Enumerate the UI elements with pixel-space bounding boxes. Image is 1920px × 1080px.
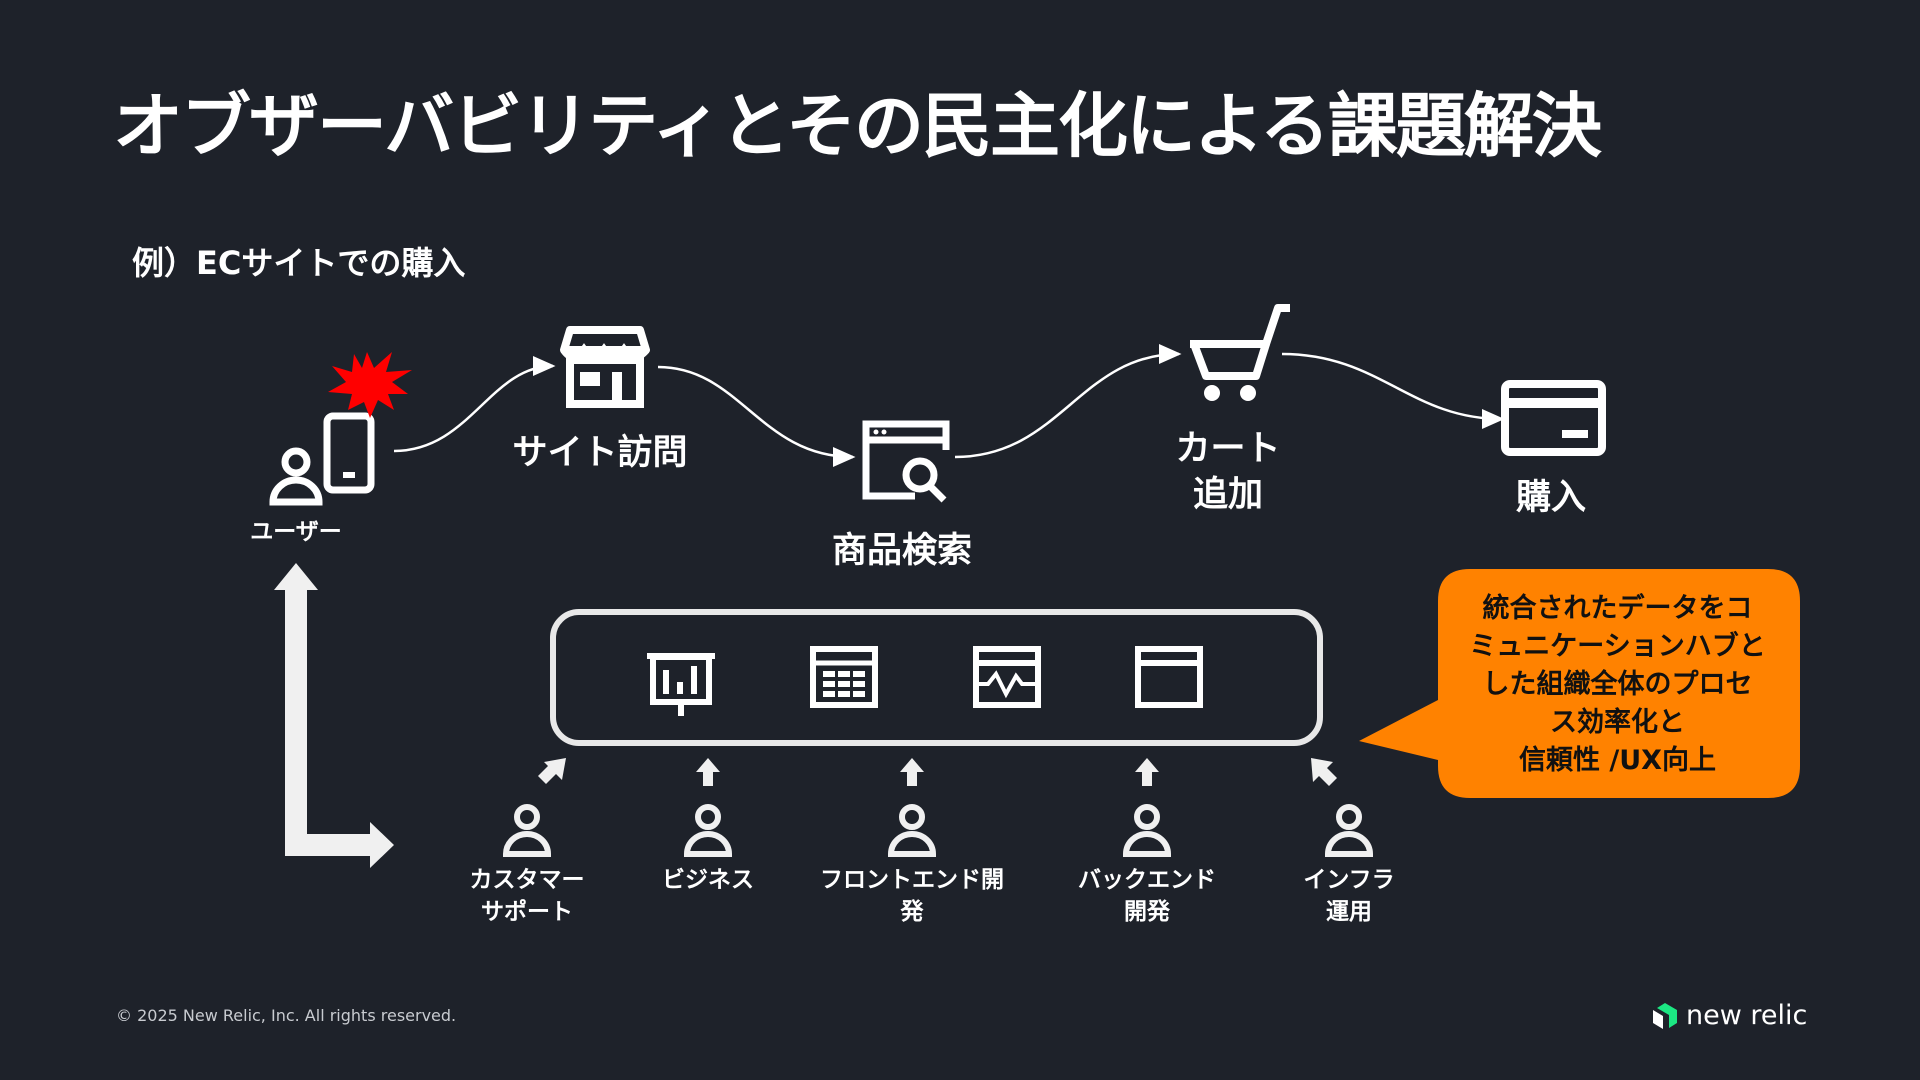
step-label-purchase: 購入 [1515,478,1587,518]
page-title: オブザーバビリティとその民主化による課題解決 [113,85,1602,167]
error-burst-icon [328,352,412,418]
store-icon [560,326,650,408]
callout-bubble [1359,569,1800,798]
feedback-arrow [274,563,394,868]
person-icon [887,804,937,857]
person-icon [683,804,733,857]
smartphone-icon [323,412,375,494]
flow-arrow-2 [657,365,856,467]
arrow-up-left [1311,758,1337,786]
role-backend-dev: バックエンド開発 [1078,867,1216,925]
role-person-icons [502,804,1374,857]
monitor-window-icon [973,646,1041,708]
role-frontend-dev: フロントエンド開発 [820,867,1004,925]
arrow-up [696,758,720,786]
arrow-up [900,758,924,786]
step-label-product-search: 商品検索 [831,531,973,571]
person-icon [1122,804,1172,857]
example-subtitle: 例）ECサイトでの購入 [132,244,466,282]
step-label-line: カート [1175,429,1281,469]
user-label: ユーザー [250,519,342,545]
observability-platform-box [550,609,1323,746]
browser-window-icon [1135,646,1203,708]
credit-card-icon [1501,380,1606,456]
role-arrows [538,758,1337,786]
step-label-site-visit: サイト訪問 [512,433,688,473]
user-icon [269,447,323,506]
flow-arrow-3 [954,344,1182,459]
presentation-chart-icon [647,653,715,716]
flow-arrow-4 [1281,352,1505,429]
arrow-up-right [538,758,566,784]
search-window-icon [862,420,950,503]
copyright: © 2025 New Relic, Inc. All rights reserv… [116,1006,457,1025]
new-relic-logo: new relic [1652,1000,1807,1031]
cart-icon [1190,304,1290,380]
role-business: ビジネス [662,867,754,893]
table-window-icon [810,646,878,708]
new-relic-logo-icon [1653,1002,1677,1029]
arrow-up [1135,758,1159,786]
person-icon [1324,804,1374,857]
role-customer-support: カスタマーサポート [469,867,585,925]
role-infra-ops: インフラ運用 [1303,867,1395,925]
callout-text: 統合されたデータをコミュニケーションハブとした組織全体のプロセス効率化と信頼性 … [1469,593,1766,776]
step-label-line: 追加 [1192,475,1264,515]
flow-arrow-1 [393,356,556,453]
person-icon [502,804,552,857]
logo-text: new relic [1686,1000,1808,1031]
step-label-add-to-cart: カート 追加 [1175,426,1280,518]
